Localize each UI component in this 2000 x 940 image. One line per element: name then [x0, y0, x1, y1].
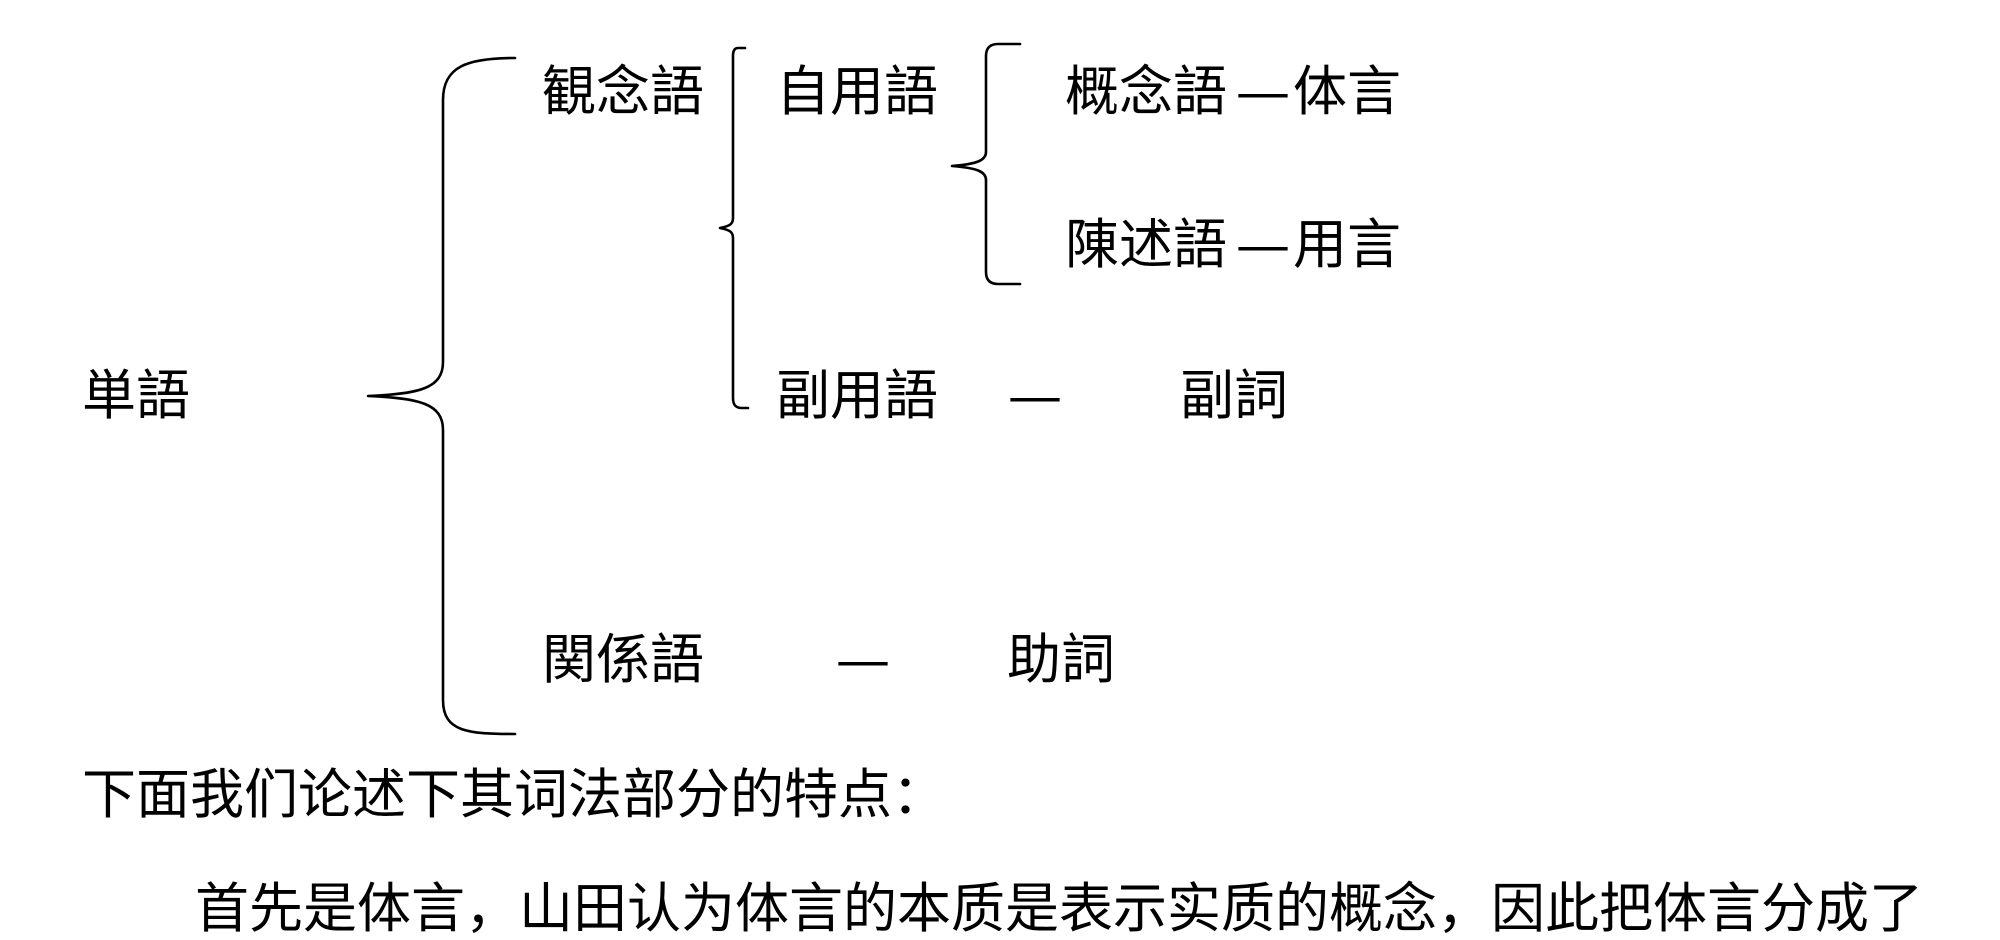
relational-result: 助詞 — [1007, 628, 1115, 691]
concept-label: 概念語 — [1065, 60, 1227, 123]
notional-bracket — [718, 46, 750, 410]
body-paragraph-line-2: 首先是体言，山田认为体言的本质是表示实质的概念，因此把体言分成了 — [195, 877, 1923, 940]
predicate-dash: — — [1236, 213, 1290, 276]
independent-bracket — [950, 42, 1022, 286]
relational-label: 関係語 — [542, 628, 704, 691]
independent-label: 自用語 — [776, 60, 938, 123]
notional-label: 観念語 — [542, 60, 704, 123]
auxiliary-use-dash: — — [1008, 364, 1062, 427]
relational-dash: — — [836, 628, 890, 691]
body-paragraph-line-1: 下面我们论述下其词法部分的特点： — [82, 763, 946, 826]
root-brace — [366, 56, 517, 736]
predicate-label: 陳述語 — [1065, 213, 1227, 276]
concept-dash: — — [1236, 60, 1290, 123]
concept-result: 体言 — [1293, 60, 1401, 123]
predicate-result: 用言 — [1293, 213, 1401, 276]
document-page: 単語 観念語 自用語 概念語 — 体言 陳述語 — 用言 副用語 — 副詞 関係… — [82, 42, 1923, 936]
root-label: 単語 — [82, 364, 190, 427]
auxiliary-use-label: 副用語 — [776, 364, 938, 427]
auxiliary-use-result: 副詞 — [1180, 364, 1288, 427]
tree-brackets — [366, 42, 1022, 736]
